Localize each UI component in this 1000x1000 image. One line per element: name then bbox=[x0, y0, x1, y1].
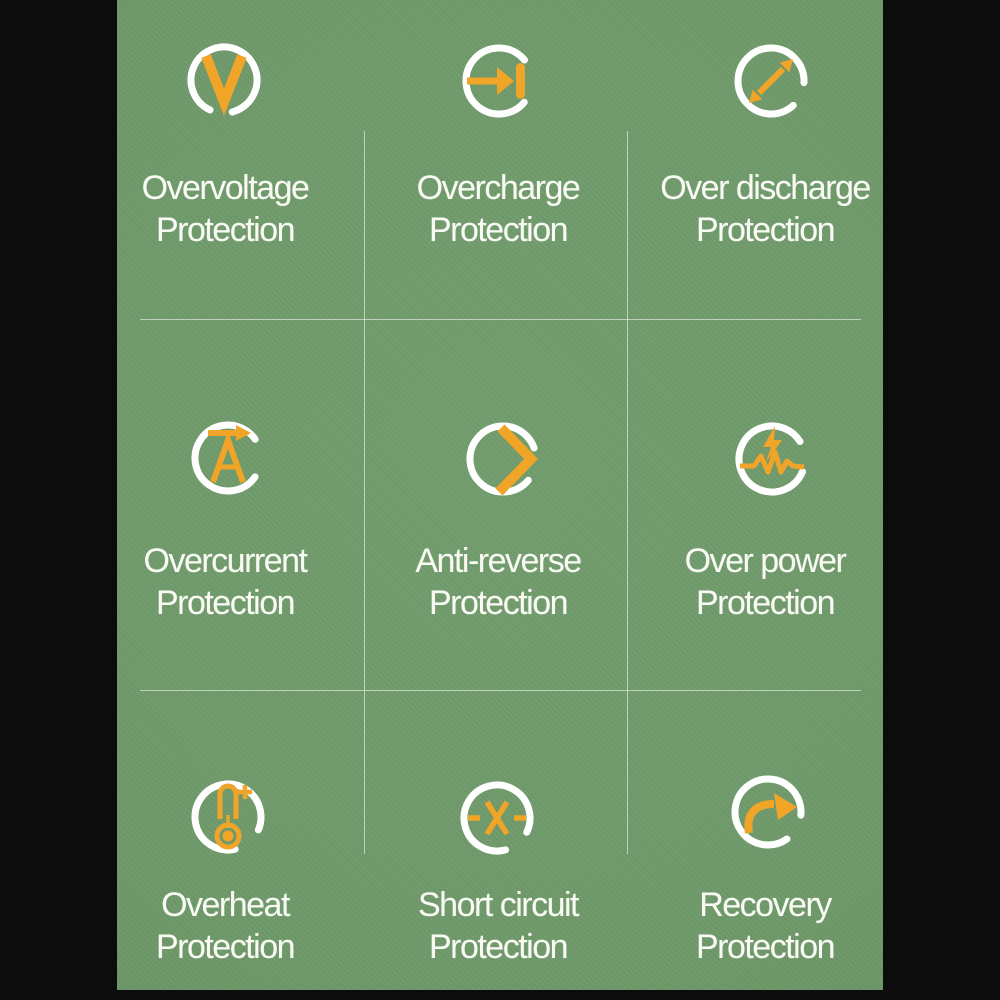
feature-label-line1: Anti-reverse bbox=[415, 542, 582, 580]
overcharge-arrow-bar-icon bbox=[462, 44, 536, 118]
feature-label-line2: Protection bbox=[155, 211, 296, 249]
feature-label-line2: Protection bbox=[428, 211, 569, 249]
feature-label-line1: Over discharge bbox=[660, 169, 871, 207]
grid-divider-vertical-1 bbox=[364, 131, 365, 854]
feature-label-line2: Protection bbox=[155, 928, 296, 966]
feature-label-line1: Short circuit bbox=[418, 886, 580, 924]
right-margin bbox=[883, 0, 1000, 1000]
grid-divider-horizontal-1 bbox=[140, 319, 861, 320]
discharge-arrows-icon bbox=[734, 44, 808, 118]
feature-label-line2: Protection bbox=[428, 584, 569, 622]
feature-label-line2: Protection bbox=[155, 584, 296, 622]
feature-label-line1: Overcharge bbox=[416, 169, 581, 207]
feature-label-line1: Over power bbox=[684, 542, 847, 580]
grid-divider-horizontal-2 bbox=[140, 690, 861, 691]
overheat-thermometer-icon bbox=[191, 780, 265, 854]
short-circuit-x-icon bbox=[460, 781, 534, 855]
anti-reverse-chevron-icon bbox=[466, 422, 540, 496]
feature-label-line2: Protection bbox=[695, 584, 836, 622]
grid-divider-vertical-2 bbox=[627, 131, 628, 854]
feature-label-line2: Protection bbox=[428, 928, 569, 966]
feature-label-line1: Recovery bbox=[699, 886, 832, 924]
left-margin bbox=[0, 0, 117, 1000]
feature-label-line1: Overheat bbox=[161, 886, 290, 924]
over-power-bolt-wave-icon bbox=[735, 422, 809, 496]
feature-label-line2: Protection bbox=[695, 211, 836, 249]
overvoltage-v-icon bbox=[187, 43, 261, 117]
overcurrent-ampere-arrow-icon bbox=[191, 421, 265, 495]
feature-label-line1: Overcurrent bbox=[143, 542, 309, 580]
recovery-arrow-icon bbox=[731, 775, 805, 849]
feature-label-line2: Protection bbox=[695, 928, 836, 966]
bottom-margin bbox=[0, 990, 1000, 1000]
feature-label-line1: Overvoltage bbox=[141, 169, 310, 207]
